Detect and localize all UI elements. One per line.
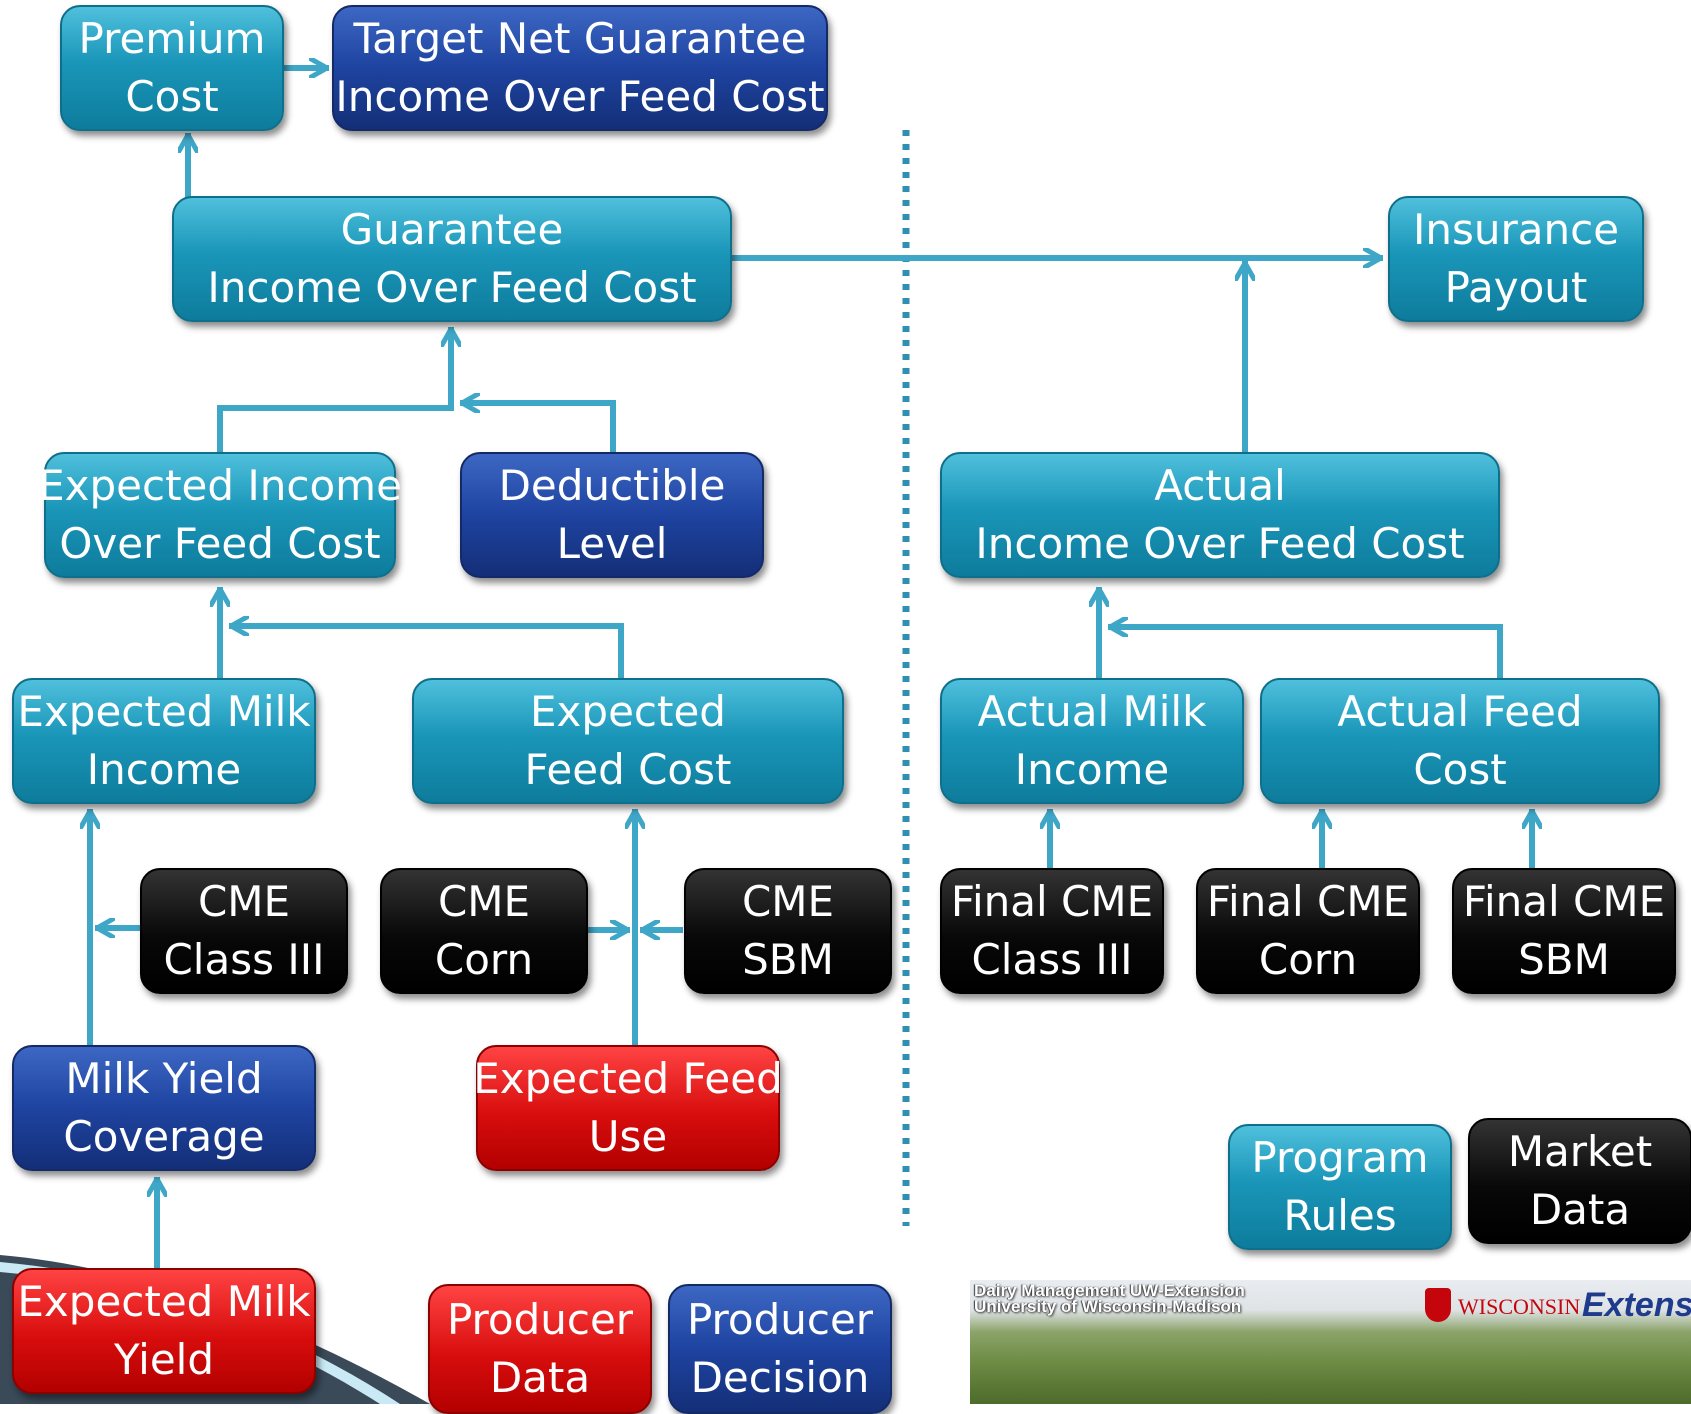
box-label-line: Income Over Feed Cost xyxy=(207,263,697,312)
box-label-line: Level xyxy=(556,519,668,568)
box-label-line: Cost xyxy=(1413,745,1507,794)
box-label-line: Feed Cost xyxy=(524,745,732,794)
box-label-line: Insurance xyxy=(1412,205,1620,254)
box-label-line: Milk Yield xyxy=(65,1054,263,1103)
box-cme-class3: CME Class III xyxy=(140,868,348,994)
box-label-line: SBM xyxy=(1518,935,1610,984)
arrow-feedcost-to-expected xyxy=(229,626,624,681)
box-label-line: Data xyxy=(1529,1185,1631,1234)
box-label-line: Actual xyxy=(1154,461,1286,510)
box-cme-sbm: CME SBM xyxy=(684,868,892,994)
box-label-line: Market xyxy=(1507,1127,1653,1176)
uw-extension-banner: Dairy Management UW-Extension University… xyxy=(970,1280,1691,1404)
box-label-line: Guarantee xyxy=(340,205,564,254)
box-label-line: Income Over Feed Cost xyxy=(335,72,825,121)
box-final-cme-corn: Final CME Corn xyxy=(1196,868,1420,994)
box-label-line: Expected Milk xyxy=(17,1277,311,1326)
box-label-line: Corn xyxy=(434,935,534,984)
box-label-line: Expected xyxy=(530,687,726,736)
box-label-line: Use xyxy=(588,1112,668,1161)
box-label-line: Over Feed Cost xyxy=(59,519,381,568)
box-label-line: Final CME xyxy=(1206,877,1410,926)
box-label-line: Expected Feed xyxy=(473,1054,783,1103)
box-label-line: Rules xyxy=(1283,1191,1397,1240)
banner-subtitle: University of Wisconsin-Madison xyxy=(974,1297,1242,1316)
box-label-line: Income xyxy=(1014,745,1170,794)
box-label-line: Final CME xyxy=(950,877,1154,926)
box-label-line: Producer xyxy=(446,1295,634,1344)
box-label-line: Final CME xyxy=(1462,877,1666,926)
arrow-expected-to-guarantee xyxy=(217,327,451,455)
box-label-line: Class III xyxy=(163,935,325,984)
box-label-line: Decision xyxy=(690,1353,870,1402)
box-final-cme-sbm: Final CME SBM xyxy=(1452,868,1676,994)
arrow-deductible-to-guarantee xyxy=(460,403,616,455)
box-cme-corn: CME Corn xyxy=(380,868,588,994)
box-label-line: Cost xyxy=(125,72,219,121)
box-label-line: Actual Feed xyxy=(1337,687,1583,736)
banner-extension-logo: Extensi xyxy=(1582,1286,1691,1324)
box-label-line: CME xyxy=(197,877,291,926)
box-label-line: Target Net Guarantee xyxy=(353,14,807,63)
banner-title: Dairy Management UW-Extension xyxy=(974,1281,1245,1300)
box-label-line: Corn xyxy=(1258,935,1358,984)
box-label-line: SBM xyxy=(742,935,834,984)
box-label-line: Yield xyxy=(114,1335,214,1384)
box-label-line: Payout xyxy=(1444,263,1588,312)
uw-crest-icon xyxy=(1425,1288,1451,1322)
box-label-line: Actual Milk xyxy=(977,687,1207,736)
box-label-line: Data xyxy=(489,1353,591,1402)
box-label-line: Coverage xyxy=(63,1112,265,1161)
box-final-cme-class3: Final CME Class III xyxy=(940,868,1164,994)
box-label-line: Expected Milk xyxy=(17,687,311,736)
box-label-line: CME xyxy=(741,877,835,926)
box-label-line: Class III xyxy=(971,935,1133,984)
box-label-line: Income xyxy=(86,745,242,794)
box-label-line: Deductible xyxy=(498,461,726,510)
box-label-line: Income Over Feed Cost xyxy=(975,519,1465,568)
box-label-line: Program xyxy=(1251,1133,1429,1182)
box-label-line: Producer xyxy=(686,1295,874,1344)
box-label-line: Expected Income xyxy=(38,461,402,510)
box-label-line: CME xyxy=(437,877,531,926)
box-label-line: Premium xyxy=(78,14,266,63)
banner-university: WISCONSIN xyxy=(1458,1294,1581,1319)
arrow-actualfeed-to-actual xyxy=(1108,627,1503,681)
